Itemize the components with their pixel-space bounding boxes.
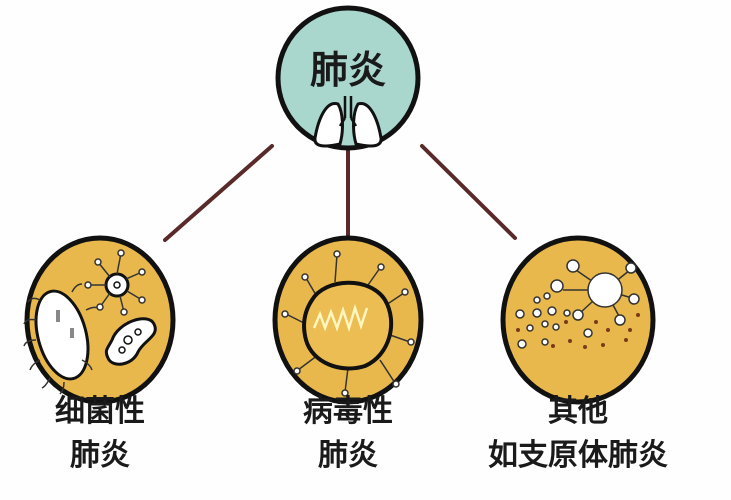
bacteria-icon <box>23 249 157 395</box>
connector-left <box>163 144 274 242</box>
virus-circle <box>272 235 424 405</box>
center-circle <box>275 5 421 151</box>
branch-label-line2: 如支原体肺炎 <box>488 438 668 473</box>
branch-label-other: 其他 如支原体肺炎 <box>448 390 708 478</box>
virus-icon <box>281 250 415 397</box>
lungs-icon <box>313 96 383 148</box>
branch-label-line1: 其他 <box>548 394 608 429</box>
branch-label-line2: 肺炎 <box>318 438 378 473</box>
mycoplasma-circle <box>500 235 656 405</box>
center-title: 肺炎 <box>309 48 386 92</box>
branch-label-line1: 病毒性 <box>303 394 393 429</box>
bacteria-circle <box>23 235 176 405</box>
branch-label-bacterial: 细菌性 肺炎 <box>0 390 230 478</box>
branch-label-viral: 病毒性 肺炎 <box>218 390 478 478</box>
connector-right <box>420 144 517 240</box>
branch-label-line2: 肺炎 <box>70 438 130 473</box>
connector-lines <box>163 144 517 248</box>
branch-label-line1: 细菌性 <box>55 394 145 429</box>
mycoplasma-icon <box>515 259 640 349</box>
